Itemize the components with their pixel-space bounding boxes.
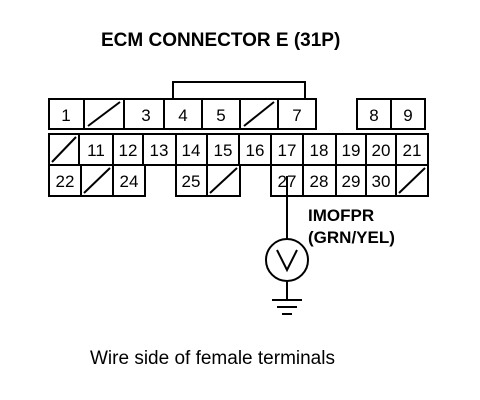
pin-label: 28 bbox=[310, 172, 329, 191]
pin-label: 8 bbox=[369, 106, 378, 125]
pin-label: 20 bbox=[372, 141, 391, 160]
pin-label: 11 bbox=[87, 141, 105, 160]
pin-label: 16 bbox=[246, 141, 265, 160]
pin-label: 4 bbox=[178, 106, 187, 125]
voltmeter-icon bbox=[265, 238, 309, 282]
pin-label: 19 bbox=[342, 141, 361, 160]
pin-label: 30 bbox=[372, 172, 391, 191]
pin-label: 12 bbox=[119, 141, 138, 160]
pin-label: 29 bbox=[342, 172, 361, 191]
pin-label: 13 bbox=[150, 141, 169, 160]
signal-wire-color: (GRN/YEL) bbox=[308, 228, 395, 247]
pin-label: 7 bbox=[292, 106, 301, 125]
connector-body bbox=[48, 81, 429, 197]
diagram-title: ECM CONNECTOR E (31P) bbox=[101, 30, 340, 51]
pin-label: 17 bbox=[278, 141, 297, 160]
ground-icon bbox=[272, 299, 302, 315]
pin-label: 14 bbox=[182, 141, 201, 160]
pin-label: 9 bbox=[403, 106, 412, 125]
pin-label: 24 bbox=[120, 172, 139, 191]
pin-label: 1 bbox=[61, 106, 70, 125]
pin-labels: 1 3 4 5 7 8 9 11 12 13 14 15 16 17 18 19… bbox=[56, 106, 422, 191]
diagram-caption: Wire side of female terminals bbox=[90, 348, 335, 369]
connector-lock-tab bbox=[172, 81, 306, 99]
pin-label: 15 bbox=[214, 141, 233, 160]
pin-label: 21 bbox=[403, 141, 422, 160]
pin-label: 5 bbox=[216, 106, 225, 125]
pin-label: 25 bbox=[182, 172, 201, 191]
pin-label: 22 bbox=[56, 172, 75, 191]
pin-label: 18 bbox=[310, 141, 329, 160]
pin-label: 3 bbox=[141, 106, 150, 125]
signal-name: IMOFPR bbox=[308, 206, 374, 225]
